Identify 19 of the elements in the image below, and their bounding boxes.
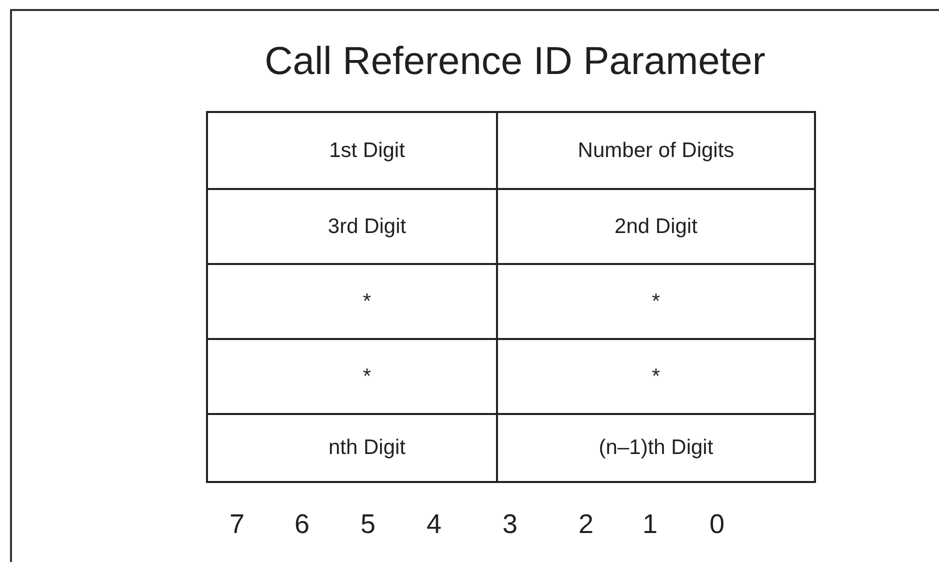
bit-number: 6: [294, 508, 310, 540]
bit-number: 3: [502, 508, 518, 540]
table-cell-text: *: [650, 364, 662, 390]
bit-number: 1: [642, 508, 658, 540]
bit-number: 4: [426, 508, 442, 540]
table-cell-text: *: [650, 288, 662, 315]
table-cell: *: [208, 265, 498, 338]
table-cell-text: (n–1)th Digit: [598, 435, 714, 462]
bit-number: 2: [578, 508, 594, 540]
table-cell: 1st Digit: [208, 113, 498, 188]
bit-number: 7: [229, 508, 245, 540]
title: Call Reference ID Parameter: [264, 39, 766, 85]
bit-number: 0: [709, 508, 725, 540]
table-cell-text: 2nd Digit: [614, 214, 698, 240]
table-cell-text: Number of Digits: [576, 138, 736, 164]
table-cell: nth Digit: [208, 415, 498, 481]
table-cell: 3rd Digit: [208, 190, 498, 263]
table-cell: *: [208, 340, 498, 413]
bit-number: 5: [360, 508, 376, 540]
